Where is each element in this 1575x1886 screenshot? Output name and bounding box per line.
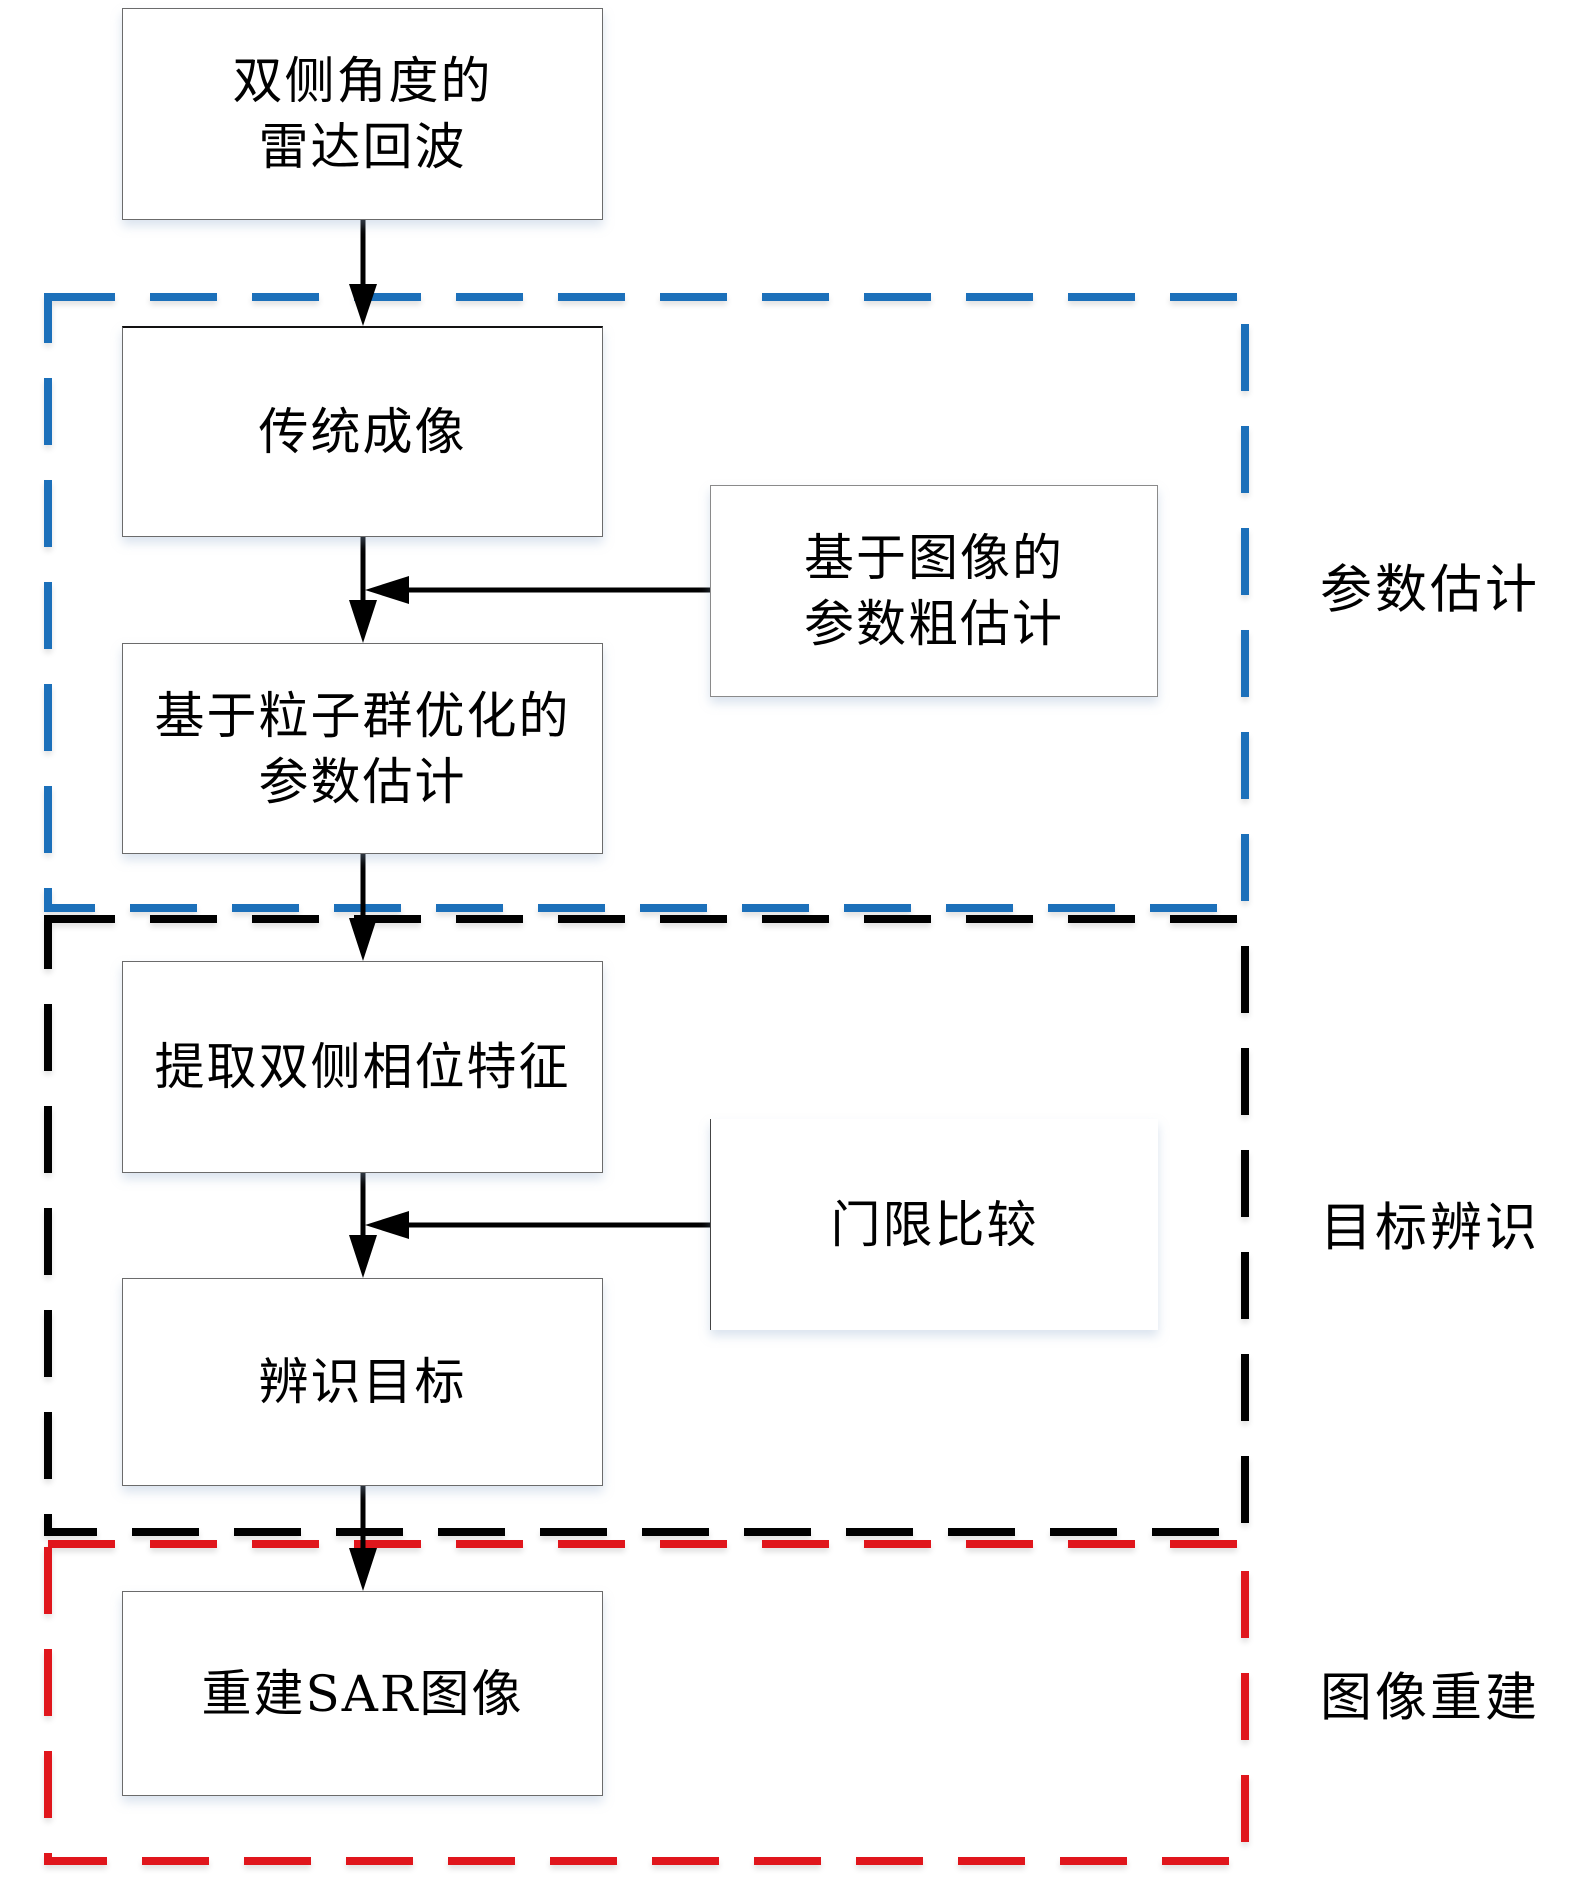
node-image-rough-estimation: 基于图像的 参数粗估计: [710, 485, 1158, 697]
group-label-target-identification: 目标辨识: [1319, 1198, 1541, 1259]
node-traditional-imaging: 传统成像: [122, 326, 603, 537]
node-label: 重建SAR图像: [201, 1664, 524, 1723]
node-rebuild-sar: 重建SAR图像: [122, 1591, 603, 1796]
group-label-image-reconstruction: 图像重建: [1319, 1668, 1541, 1729]
arrowhead-down-icon: [349, 1548, 377, 1591]
node-label: 基于粒子群优化的 参数估计: [154, 686, 571, 811]
arrowhead-down-icon: [349, 1235, 377, 1278]
node-label: 双侧角度的 雷达回波: [232, 52, 493, 176]
node-label: 门限比较: [830, 1195, 1039, 1254]
node-label: 传统成像: [258, 403, 467, 461]
node-label: 基于图像的 参数粗估计: [804, 529, 1064, 653]
group-frame-image-reconstruction: [44, 1540, 1249, 1865]
arrowhead-left-icon: [365, 576, 409, 604]
group-frame-target-identification: [44, 915, 1249, 1536]
node-threshold-compare: 门限比较: [710, 1119, 1158, 1330]
node-label: 辨识目标: [258, 1353, 467, 1411]
node-identify-target: 辨识目标: [122, 1278, 603, 1486]
node-extract-phase: 提取双侧相位特征: [122, 961, 603, 1173]
arrowhead-down-icon: [349, 918, 377, 961]
arrowhead-down-icon: [349, 284, 377, 326]
arrowhead-down-icon: [349, 600, 377, 643]
node-radar-echo: 双侧角度的 雷达回波: [122, 8, 603, 220]
node-pso-estimation: 基于粒子群优化的 参数估计: [122, 643, 603, 854]
node-label: 提取双侧相位特征: [154, 1038, 571, 1096]
arrowhead-left-icon: [365, 1211, 409, 1239]
group-frame-param-estimation: [44, 293, 1249, 912]
group-label-param-estimation: 参数估计: [1319, 560, 1541, 621]
